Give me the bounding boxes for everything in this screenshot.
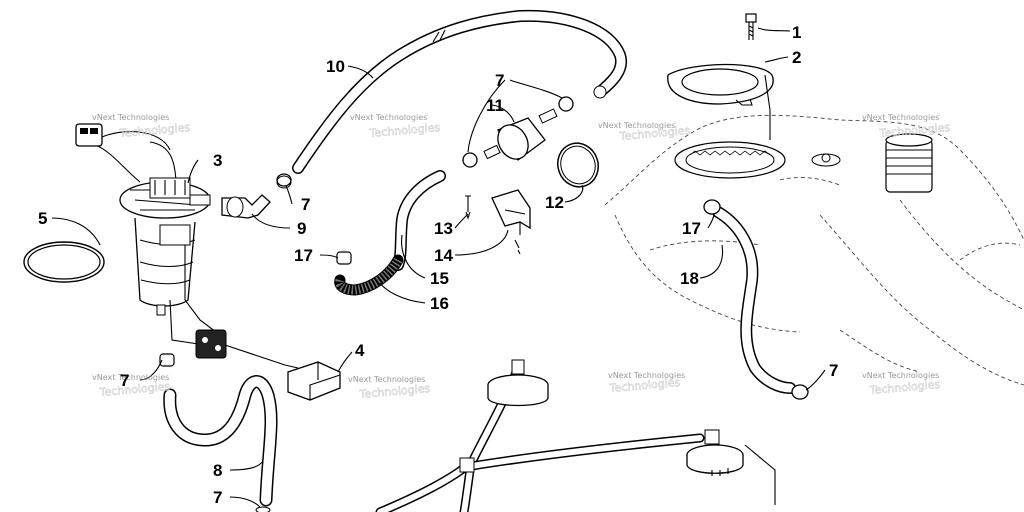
callout-15: 15	[430, 269, 449, 288]
callout-8: 8	[213, 461, 222, 480]
fuel-tank	[604, 114, 1024, 386]
callout-14: 14	[434, 246, 453, 265]
callout-2: 2	[792, 48, 801, 67]
vent-line	[375, 359, 776, 512]
hose-8	[163, 375, 278, 512]
flange-plate	[667, 63, 774, 106]
callout-1: 1	[792, 23, 801, 42]
callout-9: 9	[297, 219, 306, 238]
svg-text:Technologies: Technologies	[358, 382, 431, 401]
svg-text:vNext Technologies: vNext Technologies	[598, 121, 675, 130]
svg-text:vNext Technologies: vNext Technologies	[348, 375, 425, 384]
svg-text:vNext Technologies: vNext Technologies	[862, 371, 939, 380]
svg-text:vNext Technologies: vNext Technologies	[608, 371, 685, 380]
callout-7-top: 7	[495, 71, 504, 90]
float	[287, 361, 341, 401]
screw	[745, 13, 757, 40]
callout-17-right: 17	[682, 219, 701, 238]
hose-clamps	[159, 85, 809, 400]
bracket-screw	[465, 195, 471, 220]
svg-text:Technologies: Technologies	[868, 378, 941, 397]
svg-text:vNext Technologies: vNext Technologies	[862, 113, 939, 122]
callout-12: 12	[545, 193, 564, 212]
callout-17-left: 17	[294, 246, 313, 265]
elbow-fitting	[221, 194, 271, 219]
svg-text:vNext Technologies: vNext Technologies	[92, 113, 169, 122]
fuel-pump-assembly	[75, 123, 299, 369]
callout-7-lower: 7	[120, 371, 129, 390]
callout-11: 11	[486, 96, 504, 115]
callout-13: 13	[434, 219, 453, 238]
leader-lines	[51, 27, 826, 508]
svg-text:Technologies: Technologies	[98, 380, 171, 399]
svg-text:Technologies: Technologies	[368, 121, 441, 140]
svg-text:Technologies: Technologies	[118, 121, 191, 140]
hose-15-16	[334, 170, 446, 296]
callout-4: 4	[355, 341, 365, 360]
callout-3: 3	[213, 151, 222, 170]
gasket-ring	[23, 241, 105, 283]
hose-18	[712, 206, 796, 394]
retaining-ring	[557, 142, 599, 188]
fuel-filter	[483, 108, 558, 161]
callout-5: 5	[38, 209, 47, 228]
svg-text:vNext Technologies: vNext Technologies	[350, 113, 427, 122]
callout-7-pump: 7	[301, 195, 310, 214]
hose-10	[292, 9, 628, 174]
callout-numbers: 1 2 3 4 5 7 7 7 7 7 8 9 10 11 12 13 14 1…	[38, 23, 838, 507]
callout-10: 10	[326, 57, 345, 76]
callout-7-right: 7	[829, 361, 838, 380]
svg-text:vNext Technologies: vNext Technologies	[92, 373, 169, 382]
callout-7-bottom: 7	[213, 488, 222, 507]
callout-16: 16	[430, 294, 449, 313]
filter-bracket	[491, 189, 531, 255]
callout-18: 18	[680, 269, 699, 288]
